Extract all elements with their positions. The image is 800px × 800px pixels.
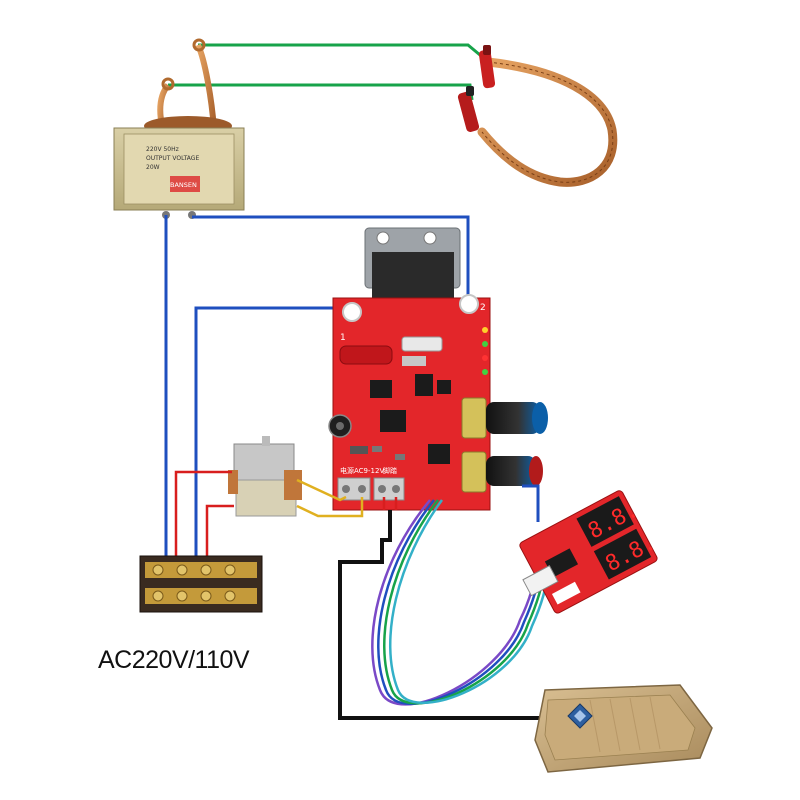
welding-pen-icon bbox=[457, 45, 618, 187]
svg-text:脚踏: 脚踏 bbox=[383, 466, 397, 475]
ribbon-cable bbox=[371, 499, 550, 706]
svg-text:2: 2 bbox=[480, 303, 486, 313]
display-signal-wire bbox=[522, 484, 540, 522]
red-ac-wires bbox=[174, 470, 398, 565]
transformer-label-line: OUTPUT VOLTAGE bbox=[146, 155, 199, 162]
transformer-label-line: 20W bbox=[146, 164, 160, 171]
green-secondary-wires bbox=[168, 43, 493, 101]
transformer-label: BANSEN 220V 50Hz OUTPUT VOLTAGE 20W bbox=[146, 146, 199, 189]
blue-primary-wires bbox=[164, 215, 470, 565]
yellow-ac-wires bbox=[296, 478, 364, 518]
svg-text:1: 1 bbox=[340, 333, 346, 343]
black-pedal-wire bbox=[338, 510, 560, 720]
svg-text:电源AC9-12V: 电源AC9-12V bbox=[340, 466, 384, 475]
supply-voltage-label: AC220V/110V bbox=[98, 646, 250, 674]
svg-text:BANSEN: BANSEN bbox=[170, 181, 197, 189]
main-transformer-icon: BANSEN 220V 50Hz OUTPUT VOLTAGE 20W bbox=[113, 38, 245, 219]
foot-pedal-icon bbox=[534, 684, 713, 773]
heatsink-icon bbox=[364, 227, 461, 322]
transformer-label-line: 220V 50Hz bbox=[146, 146, 179, 153]
control-transformer-icon bbox=[228, 436, 302, 517]
control-board-icon: 1 2 电源AC9-12V 脚踏 bbox=[328, 294, 491, 511]
display-connector-icon bbox=[522, 564, 559, 597]
knob-time-icon bbox=[486, 402, 548, 434]
terminal-block-icon bbox=[139, 555, 263, 613]
knob-current-icon bbox=[486, 456, 543, 486]
